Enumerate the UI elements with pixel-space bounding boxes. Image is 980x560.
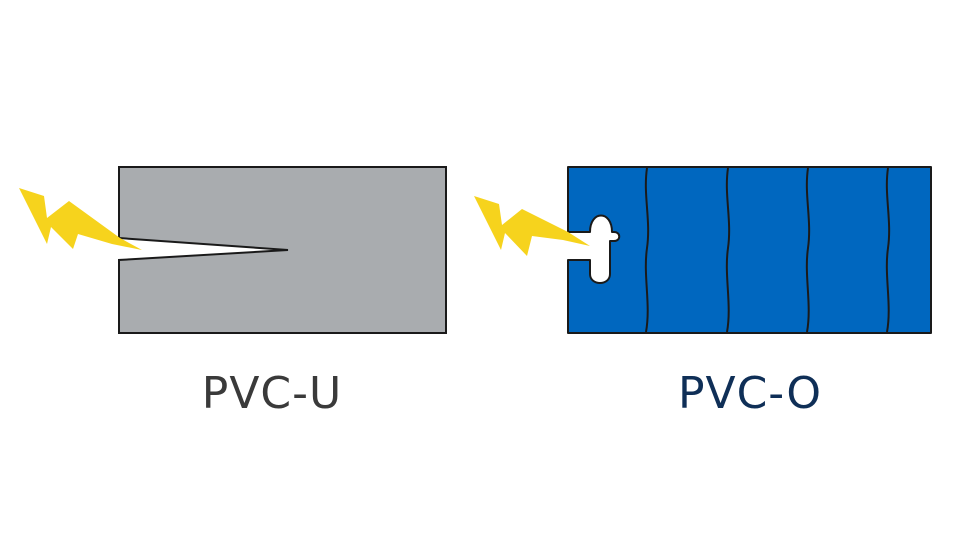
- pvc-u-block: [118, 166, 447, 334]
- orientation-line: [805, 167, 811, 333]
- pvc-o-block: [567, 166, 932, 334]
- lightning-bolt-icon: [474, 196, 590, 256]
- pvc-u-panel: [19, 166, 447, 334]
- orientation-line: [725, 167, 731, 333]
- lightning-bolt-icon: [19, 188, 142, 250]
- pvc-o-label: PVC-O: [677, 368, 823, 419]
- orientation-line: [644, 167, 650, 333]
- pvc-u-label: PVC-U: [201, 368, 343, 419]
- pvc-o-panel: [474, 166, 932, 334]
- orientation-line: [885, 167, 891, 333]
